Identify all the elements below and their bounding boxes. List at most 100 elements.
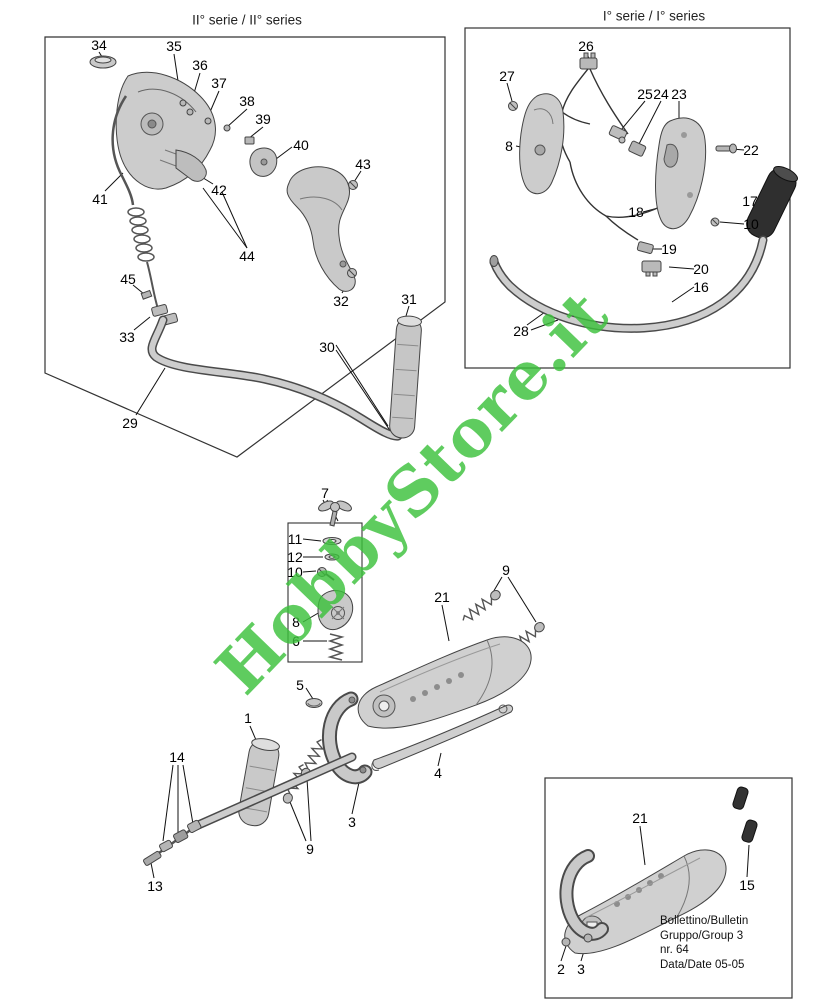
part-label-24: 24 (653, 86, 669, 102)
part-label-25: 25 (637, 86, 653, 102)
part-label-3-inset: 3 (577, 961, 585, 977)
part-label-20: 20 (693, 261, 709, 277)
part-label-8-main: 8 (292, 614, 300, 630)
part-grip-17 (746, 165, 799, 239)
part-label-11: 11 (287, 531, 303, 547)
part-label-8-series1: 8 (505, 138, 513, 154)
part-label-3-main: 3 (348, 814, 356, 830)
part-clip-45 (140, 289, 153, 300)
part-label-44: 44 (239, 248, 255, 264)
part-cap-34 (89, 55, 117, 69)
part-label-34: 34 (91, 37, 107, 53)
bulletin-line-1: Bollettino/Bulletin (660, 915, 749, 927)
part-label-9-bottom: 9 (306, 841, 314, 857)
part-screw-32 (347, 268, 357, 278)
part-throttle-housing-ii (115, 72, 216, 190)
part-clip-5 (305, 698, 323, 708)
part-tube-29 (147, 315, 403, 441)
part-label-16: 16 (693, 279, 709, 295)
part-label-17: 17 (742, 193, 758, 209)
part-connector-26 (579, 52, 598, 70)
part-label-45: 45 (120, 271, 136, 287)
part-label-4: 4 (434, 765, 442, 781)
part-label-29: 29 (122, 415, 138, 431)
part-washer-11 (322, 537, 342, 545)
part-screw-10-series1 (710, 217, 720, 227)
part-label-43: 43 (355, 156, 371, 172)
bulletin-line-3: nr. 64 (660, 944, 689, 956)
part-label-9-top: 9 (502, 562, 510, 578)
part-housing-left-8 (519, 93, 565, 195)
part-bracket-8-main (317, 590, 354, 631)
part-label-42: 42 (211, 182, 227, 198)
part-label-36: 36 (192, 57, 208, 73)
part-tube-16 (489, 235, 768, 333)
part-grip-1 (238, 738, 280, 827)
part-clamp-2-inset (559, 849, 609, 941)
part-grip-31 (389, 315, 422, 439)
part-screws-15 (732, 786, 758, 843)
bulletin-line-4: Data/Date 05-05 (660, 958, 745, 971)
part-spring-screw-9a (462, 590, 501, 621)
part-label-15: 15 (739, 877, 755, 893)
part-label-23: 23 (671, 86, 687, 102)
part-label-14: 14 (169, 749, 185, 765)
part-lever-4 (371, 704, 514, 771)
leader-lines (98, 51, 767, 962)
part-label-33: 33 (119, 329, 135, 345)
part-label-5: 5 (296, 677, 304, 693)
part-switch-25 (608, 125, 628, 144)
part-connector-20 (641, 260, 662, 277)
part-label-22: 22 (743, 142, 759, 158)
series2-panel (44, 36, 446, 458)
part-wing-bolt-7 (318, 500, 352, 527)
part-screw-22 (715, 143, 737, 154)
part-label-21-main: 21 (434, 589, 450, 605)
part-label-28: 28 (513, 323, 529, 339)
part-label-2: 2 (557, 961, 565, 977)
bulletin-line-2: Gruppo/Group 3 (660, 929, 744, 942)
part-wiring-harness (559, 68, 663, 241)
part-label-31: 31 (401, 291, 417, 307)
part-coil-spring-ii (127, 207, 155, 262)
part-label-35: 35 (166, 38, 182, 54)
part-housing-21-main (357, 636, 532, 729)
part-label-6: 6 (292, 633, 300, 649)
part-label-19: 19 (661, 241, 677, 257)
part-label-32: 32 (333, 293, 349, 309)
part-screw-27 (508, 101, 518, 111)
part-label-10-main: 10 (287, 564, 303, 580)
part-screw-43 (348, 180, 358, 190)
part-label-39: 39 (255, 111, 271, 127)
part-screw-10-main (317, 567, 335, 581)
part-cable-41 (111, 95, 135, 206)
part-cable-13 (143, 819, 202, 866)
part-label-41: 41 (92, 191, 108, 207)
part-label-27: 27 (499, 68, 515, 84)
bulletin-inset-panel (544, 777, 793, 999)
part-label-21-inset: 21 (632, 810, 648, 826)
part-label-1: 1 (244, 710, 252, 726)
part-cable-lower-ii (146, 261, 160, 313)
part-screws-3-inset (561, 933, 593, 947)
part-label-18: 18 (628, 204, 644, 220)
part-shaft-tube (191, 752, 357, 831)
part-screws-top-ii (179, 99, 255, 145)
part-bracket-40 (249, 147, 278, 177)
part-label-38: 38 (239, 93, 255, 109)
part-label-10-series1: 10 (743, 216, 759, 232)
part-switch-24 (628, 140, 647, 157)
part-label-26: 26 (578, 38, 594, 54)
part-label-40: 40 (293, 137, 309, 153)
part-label-13: 13 (147, 878, 163, 894)
part-spring-6 (327, 633, 345, 661)
part-washer-12 (324, 553, 340, 561)
series2-title: II° serie / II° series (192, 12, 302, 28)
part-grip-44 (286, 166, 356, 292)
bulletin-info: Bollettino/Bulletin Gruppo/Group 3 nr. 6… (660, 914, 748, 972)
part-terminal-19 (636, 241, 654, 254)
part-label-7: 7 (321, 485, 329, 501)
hardware-inset-panel (287, 522, 363, 663)
